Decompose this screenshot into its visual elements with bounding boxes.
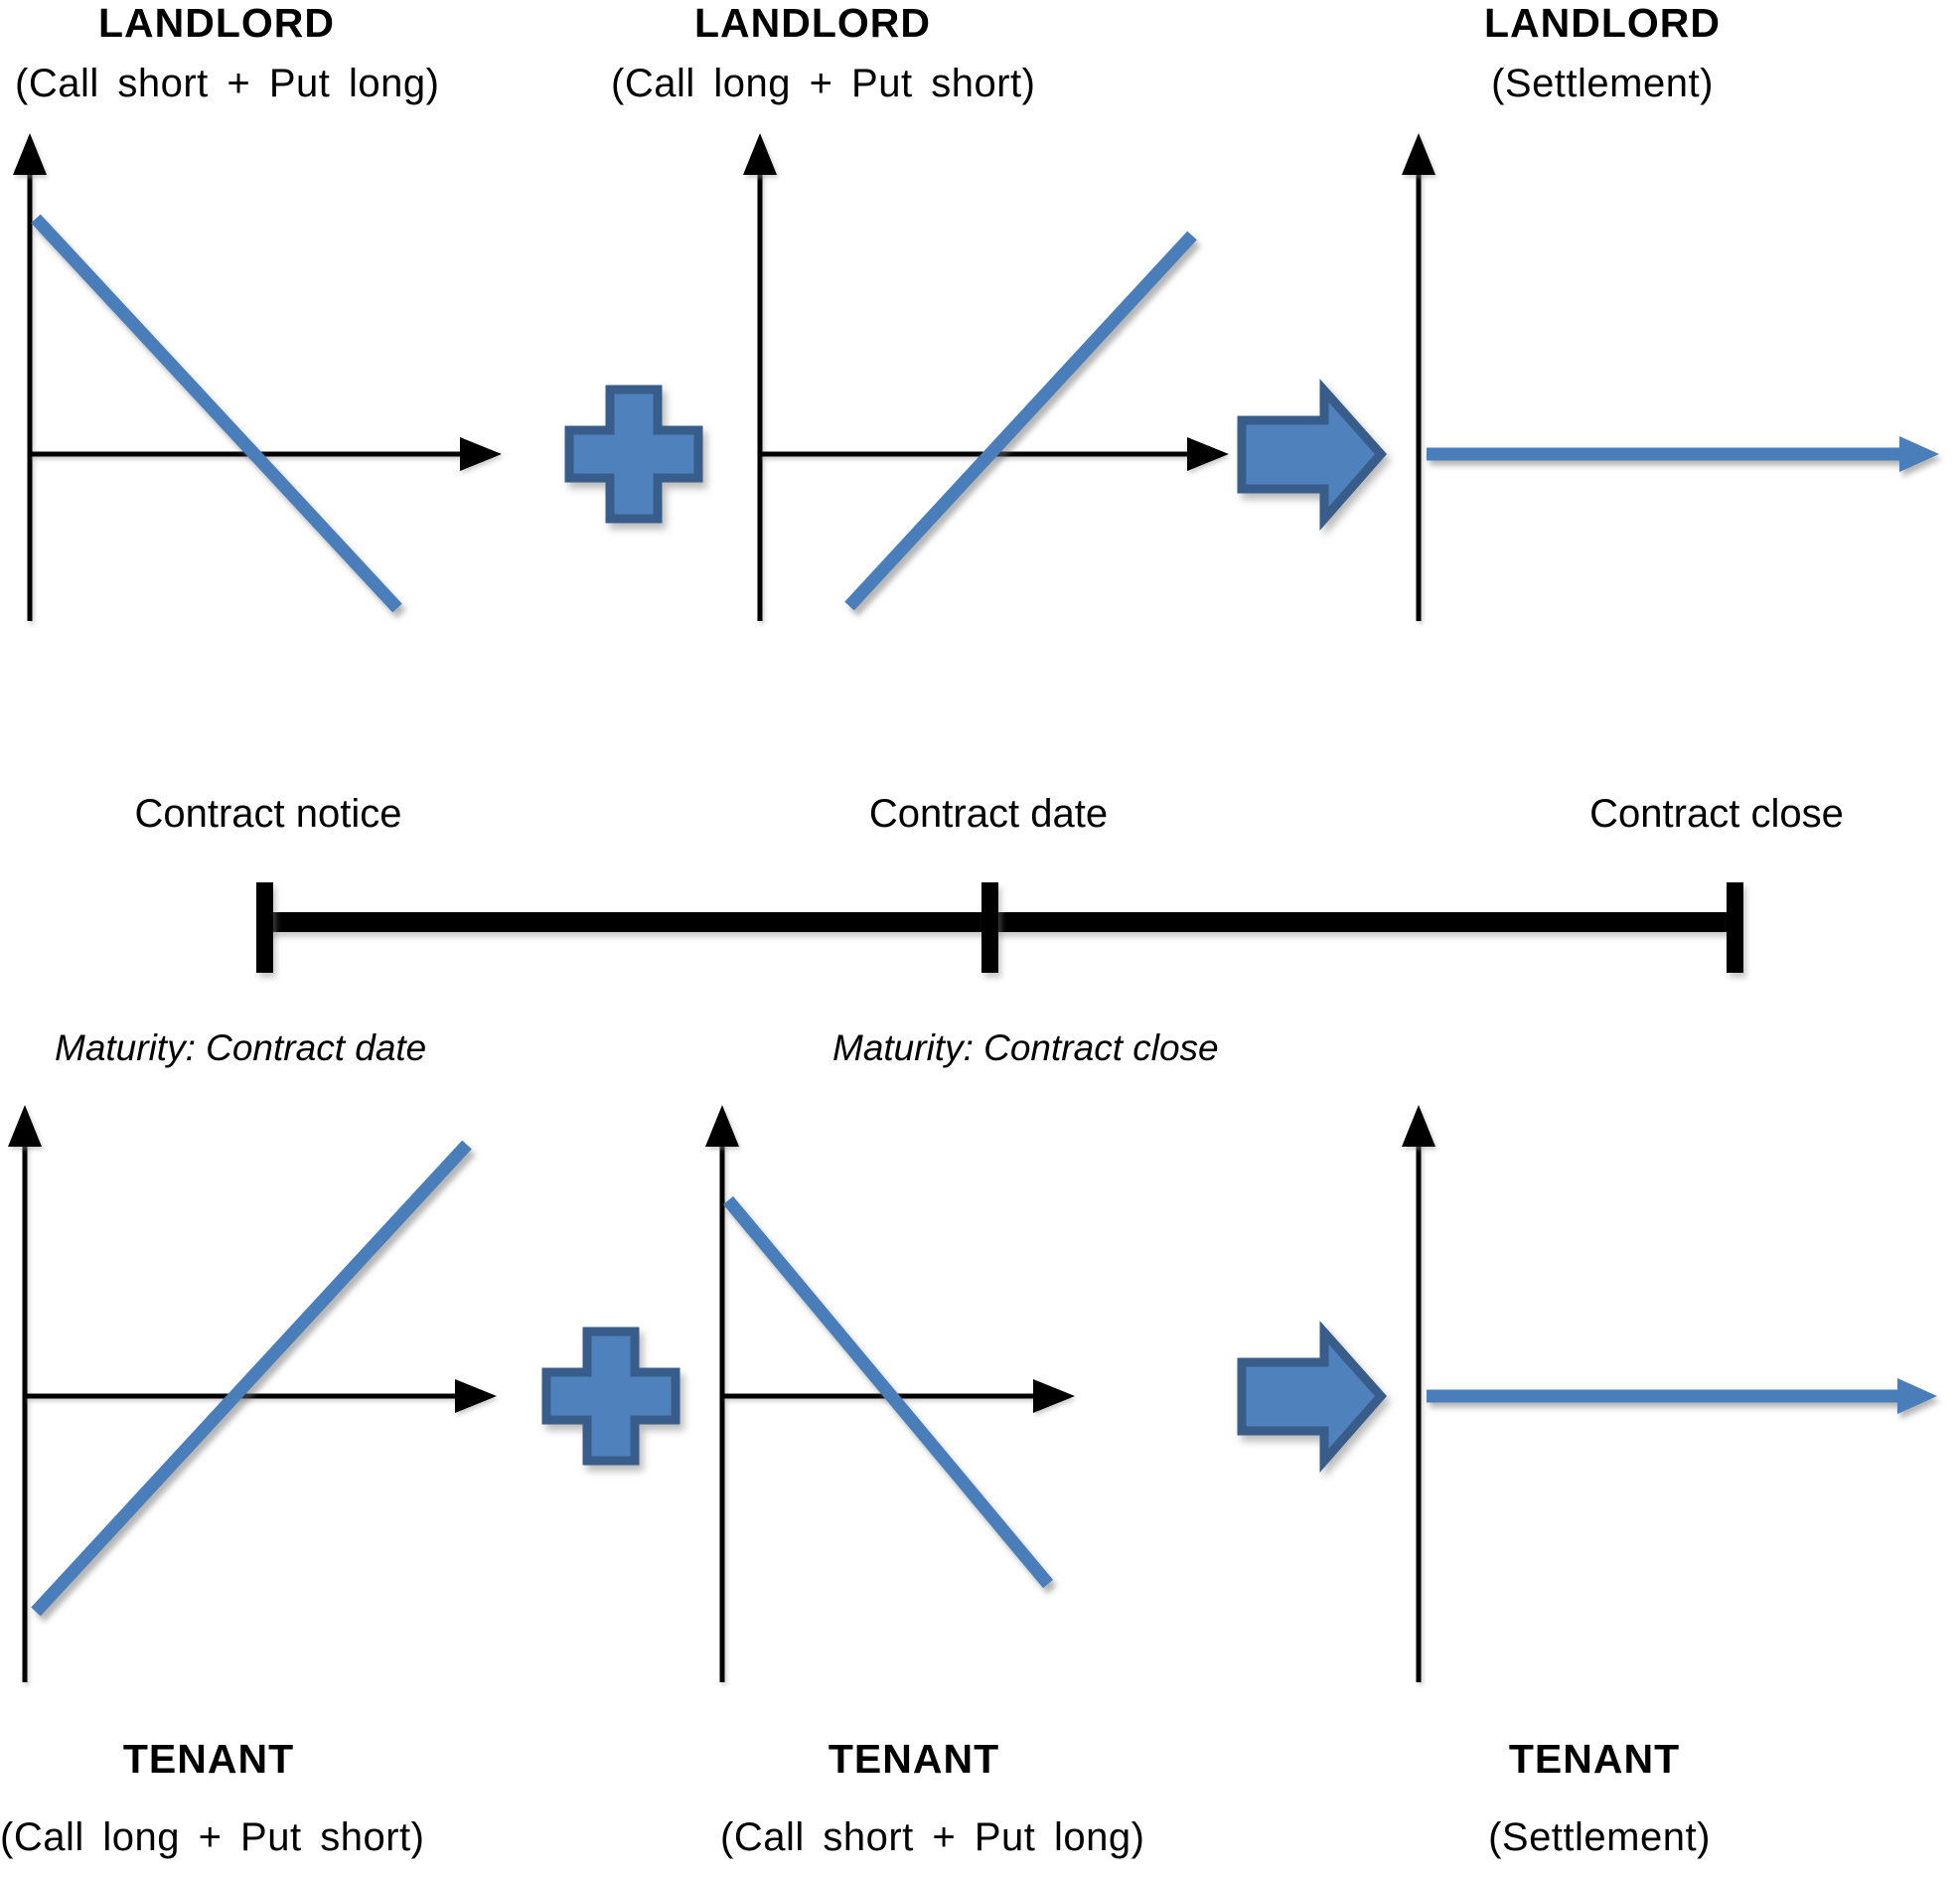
- payoff-chart: [743, 133, 1229, 621]
- timeline-label-contract-notice: Contract notice: [134, 792, 402, 836]
- panel-subtitle: (Call long + Put short): [0, 1815, 425, 1859]
- panel-title: TENANT: [828, 1736, 1000, 1782]
- payoff-chart: [705, 1105, 1075, 1682]
- y-axis-arrowhead: [8, 1105, 42, 1147]
- payoff-chart: [13, 133, 502, 621]
- x-axis-arrowhead: [460, 437, 502, 471]
- panel-subtitle: (Settlement): [1491, 62, 1714, 105]
- y-axis-arrowhead: [705, 1105, 739, 1147]
- payoff-line: [31, 1140, 472, 1617]
- payoff-line: [844, 231, 1197, 611]
- panel-title: LANDLORD: [693, 0, 932, 46]
- payoff-line: [723, 1195, 1053, 1589]
- plus-icon: [564, 385, 703, 524]
- panel-tenant-call-long-put-short: [0, 1093, 517, 1689]
- x-axis-arrowhead: [1187, 437, 1229, 471]
- plus-shape: [541, 1327, 680, 1466]
- timeline-tick-notice: [256, 882, 273, 973]
- panel-subtitle: (Call short + Put long): [15, 62, 440, 105]
- plus-icon: [541, 1327, 680, 1466]
- timeline-tick-date: [981, 882, 998, 973]
- panel-tenant-call-short-put-long: [636, 1093, 1192, 1689]
- timeline-bar: [264, 912, 1734, 932]
- plus-shape: [564, 385, 703, 524]
- panel-landlord-call-short-put-long: [0, 119, 517, 631]
- right-arrow-shape: [1237, 1321, 1388, 1473]
- right-arrow-icon: [1237, 379, 1388, 531]
- panel-title: TENANT: [1508, 1736, 1681, 1782]
- y-axis-arrowhead: [743, 133, 777, 175]
- y-axis-arrowhead: [13, 133, 47, 175]
- timeline-tick-close: [1727, 882, 1743, 973]
- panel-subtitle: (Settlement): [1488, 1815, 1711, 1859]
- right-arrow-shape: [1237, 379, 1388, 531]
- timeline: [0, 874, 1960, 984]
- y-axis-arrowhead: [1402, 1105, 1435, 1147]
- panel-title: TENANT: [122, 1736, 295, 1782]
- panel-title: LANDLORD: [1483, 0, 1722, 46]
- maturity-label-contract-date: Maturity: Contract date: [55, 1027, 427, 1068]
- timeline-label-contract-close: Contract close: [1589, 792, 1844, 836]
- x-axis-arrowhead: [455, 1379, 497, 1413]
- panel-title: LANDLORD: [97, 0, 336, 46]
- y-axis-arrowhead: [1402, 133, 1435, 175]
- payoff-chart: [8, 1105, 497, 1682]
- panel-subtitle: (Call long + Put short): [611, 62, 1036, 105]
- timeline-label-contract-date: Contract date: [868, 792, 1109, 836]
- payoff-line: [31, 214, 402, 613]
- panel-tenant-settlement: [1321, 1093, 1960, 1689]
- maturity-label-contract-close: Maturity: Contract close: [832, 1027, 1219, 1068]
- right-arrow-icon: [1237, 1321, 1388, 1473]
- x-axis-arrowhead: [1033, 1379, 1075, 1413]
- panel-landlord-call-long-put-short: [695, 119, 1252, 631]
- panel-landlord-settlement: [1321, 119, 1960, 631]
- settlement-arrowhead: [1897, 1378, 1937, 1414]
- settlement-arrowhead: [1899, 436, 1939, 472]
- panel-subtitle: (Call short + Put long): [720, 1815, 1145, 1859]
- settlement-chart: [1402, 1105, 1937, 1682]
- settlement-chart: [1402, 133, 1939, 621]
